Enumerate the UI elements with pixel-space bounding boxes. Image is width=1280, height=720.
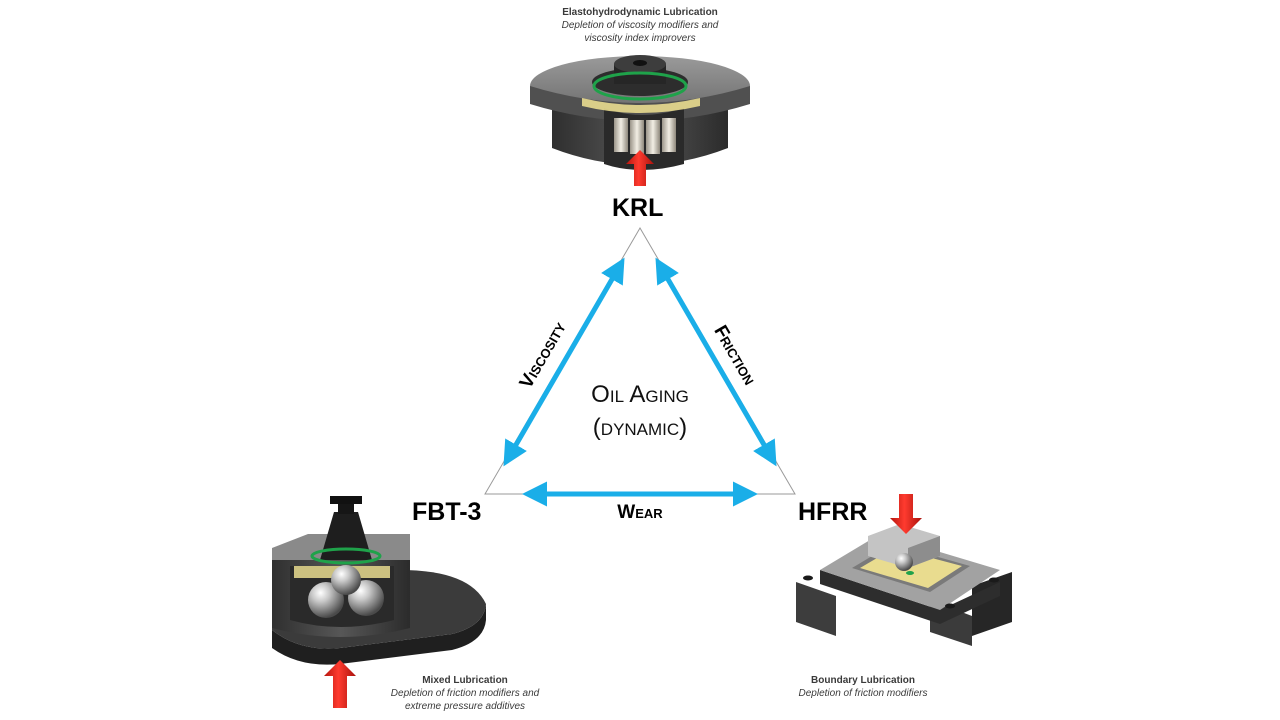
node-label-fbt3: FBT-3	[412, 498, 482, 526]
center-title-line2: (dynamic)	[592, 414, 688, 441]
hfrr-load-arrow-icon	[890, 494, 922, 534]
krl-caption-title: Elastohydrodynamic Lubrication	[562, 7, 718, 18]
tapered-roller-bearing-tester-icon	[530, 55, 750, 186]
node-label-krl: KRL	[612, 194, 664, 222]
viscosity-arrow	[503, 257, 625, 467]
four-ball-tester-icon	[272, 496, 486, 708]
krl-load-arrow-icon	[626, 150, 654, 186]
reciprocating-rig-icon	[796, 494, 1012, 646]
friction-arrow	[655, 257, 777, 467]
center-title: Oil Aging (dynamic)	[540, 378, 740, 444]
center-title-line1: Oil Aging	[591, 381, 689, 408]
fbt-load-arrow-icon	[324, 660, 356, 708]
hfrr-caption-title: Boundary Lubrication	[811, 675, 915, 686]
krl-caption: Elastohydrodynamic Lubrication Depletion…	[500, 6, 780, 45]
hfrr-caption-desc: Depletion of friction modifiers	[798, 688, 928, 699]
fbt-caption-title: Mixed Lubrication	[422, 675, 508, 686]
krl-caption-desc: Depletion of viscosity modifiers and vis…	[561, 20, 719, 44]
node-label-hfrr: HFRR	[798, 498, 868, 526]
hfrr-caption: Boundary Lubrication Depletion of fricti…	[743, 674, 983, 700]
fbt-caption-desc: Depletion of friction modifiers and extr…	[390, 688, 540, 712]
fbt-caption: Mixed Lubrication Depletion of friction …	[330, 674, 600, 713]
edge-label-wear: Wear	[617, 502, 663, 523]
